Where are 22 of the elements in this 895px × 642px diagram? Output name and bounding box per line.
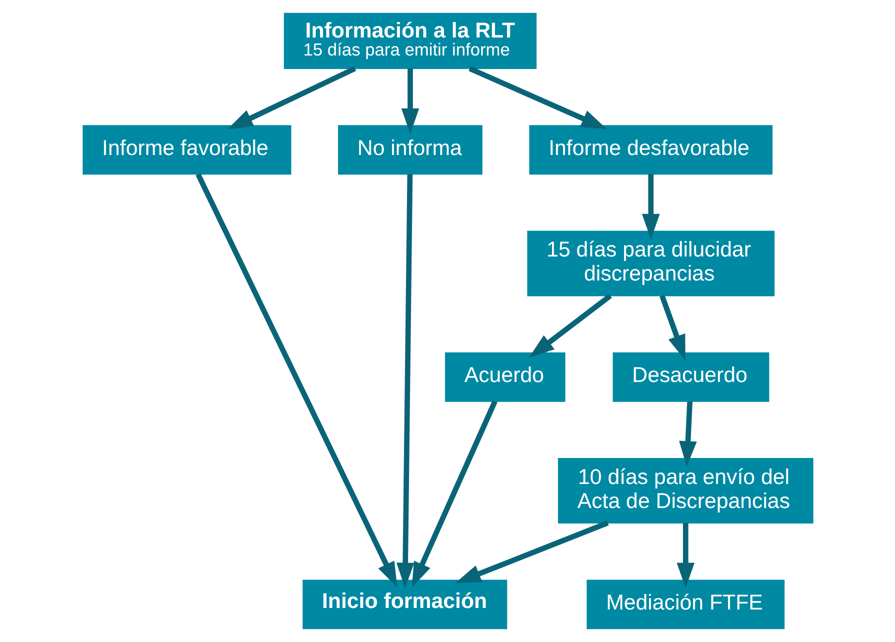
arrow bbox=[641, 174, 660, 240]
node-box: 10 días para envío del Acta de Discrepancias bbox=[557, 458, 813, 524]
arrow bbox=[659, 294, 685, 360]
arrow bbox=[226, 66, 356, 130]
arrow bbox=[528, 294, 612, 358]
arrow bbox=[411, 400, 497, 588]
node-box: Inicio formación bbox=[302, 580, 507, 630]
arrow bbox=[454, 520, 608, 584]
node-box: No informa bbox=[338, 125, 482, 175]
arrow bbox=[195, 173, 397, 588]
node-box: Informe desfavorable bbox=[528, 125, 772, 175]
arrow bbox=[676, 523, 694, 588]
node-box: Acuerdo bbox=[444, 352, 565, 402]
arrow bbox=[468, 66, 606, 130]
node-box: Desacuerdo bbox=[612, 352, 769, 402]
arrow bbox=[396, 174, 414, 588]
node-box: Información a la RLT 15 días para emitir informe bbox=[283, 12, 536, 69]
arrow bbox=[678, 401, 696, 467]
arrow bbox=[400, 68, 419, 134]
node-box: Mediación FTFE bbox=[586, 580, 784, 630]
node-box: Informe favorable bbox=[82, 125, 291, 175]
node-box: 15 días para dilucidar discrepancias bbox=[526, 230, 774, 296]
